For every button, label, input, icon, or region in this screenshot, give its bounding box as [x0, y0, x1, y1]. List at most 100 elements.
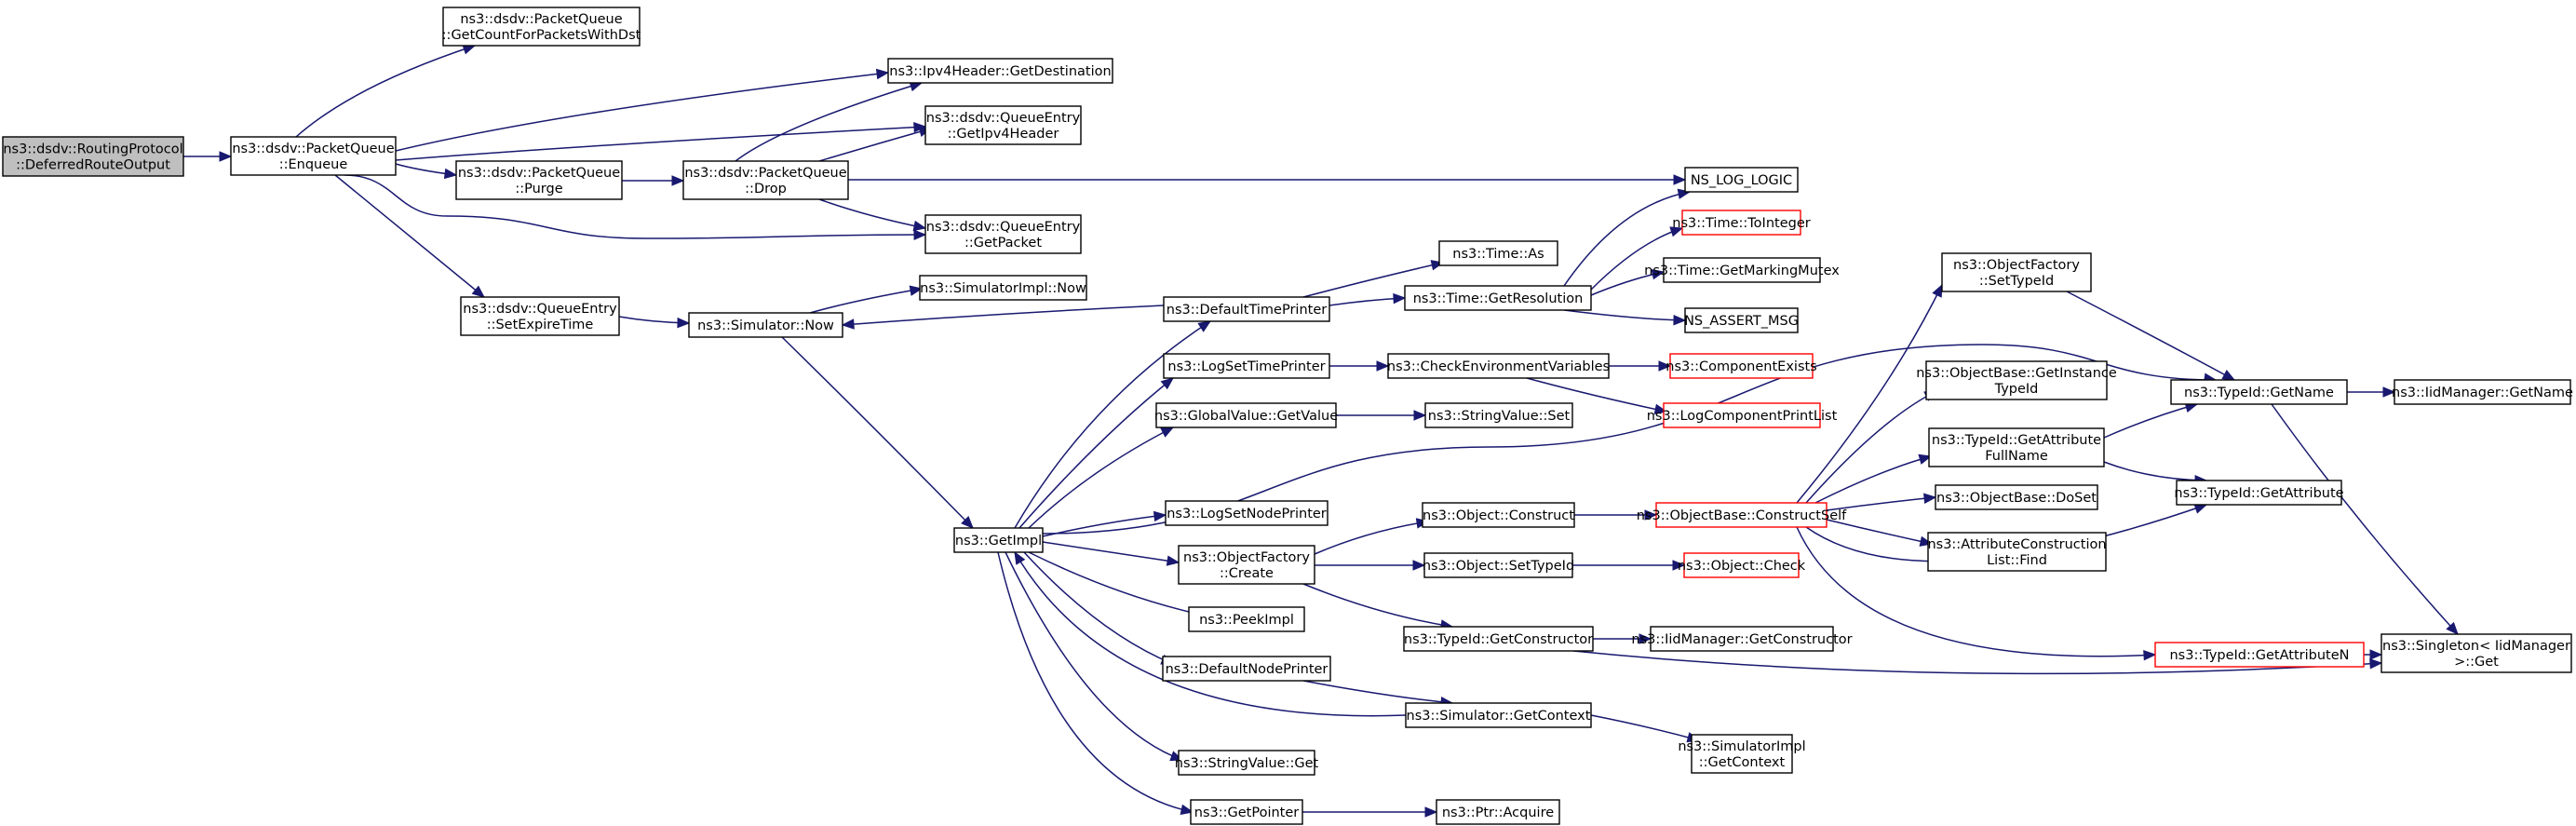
node-n22[interactable]: ns3::LogComponentPrintList	[1647, 402, 1838, 428]
node-box[interactable]	[1684, 307, 1799, 333]
node-box[interactable]	[682, 160, 849, 200]
node-n19[interactable]: ns3::LogSetTimePrinter	[1163, 353, 1330, 379]
node-n24[interactable]: ns3::TypeId::GetName	[2170, 379, 2348, 405]
node-box[interactable]	[1422, 502, 1575, 528]
node-box[interactable]	[1669, 353, 1814, 379]
node-n44[interactable]: ns3::DefaultNodePrinter	[1162, 656, 1331, 682]
node-n20[interactable]: ns3::CheckEnvironmentVariables	[1387, 353, 1610, 379]
node-box[interactable]	[1424, 402, 1573, 428]
node-n40[interactable]: ns3::TypeId::GetConstructor	[1403, 626, 1594, 652]
node-box[interactable]	[1405, 702, 1592, 728]
node-n2[interactable]: ns3::dsdv::PacketQueue::GetCountForPacke…	[442, 7, 641, 47]
node-box[interactable]	[2380, 633, 2572, 673]
node-box[interactable]	[1404, 285, 1592, 311]
node-n42[interactable]: ns3::TypeId::GetAttributeN	[2154, 642, 2365, 668]
node-n30[interactable]: ns3::GetImpl	[953, 527, 1044, 553]
node-n31[interactable]: ns3::LogSetNodePrinter	[1165, 500, 1328, 526]
node-box[interactable]	[1684, 167, 1799, 193]
node-n34[interactable]: ns3::ObjectBase::DoSet	[1935, 484, 2098, 510]
node-box[interactable]	[1423, 552, 1573, 578]
node-box[interactable]	[2, 136, 184, 177]
node-n18[interactable]: ns3::ObjectFactory::SetTypeId	[1941, 252, 2092, 292]
node-box[interactable]	[1387, 353, 1610, 379]
node-n12[interactable]: ns3::DefaultTimePrinter	[1163, 296, 1330, 322]
node-box[interactable]	[1663, 402, 1821, 428]
node-box[interactable]	[953, 527, 1044, 553]
node-box[interactable]	[1403, 626, 1594, 652]
node-n0[interactable]: ns3::dsdv::RoutingProtocol::DeferredRout…	[2, 136, 184, 177]
node-n21[interactable]: ns3::ComponentExists	[1666, 353, 1817, 379]
node-box[interactable]	[2394, 379, 2571, 405]
node-box[interactable]	[2176, 480, 2342, 506]
node-n4[interactable]: ns3::dsdv::QueueEntry::GetIpv4Header	[924, 105, 1082, 145]
node-box[interactable]	[688, 312, 843, 338]
node-n8[interactable]: ns3::dsdv::QueueEntry::GetPacket	[924, 214, 1082, 254]
node-box[interactable]	[924, 105, 1082, 145]
node-n10[interactable]: ns3::Simulator::Now	[688, 312, 843, 338]
node-n7[interactable]: NS_LOG_LOGIC	[1684, 167, 1799, 193]
node-n38[interactable]: ns3::Object::Check	[1678, 552, 1806, 578]
node-n16[interactable]: ns3::Time::GetMarkingMutex	[1644, 257, 1840, 283]
node-box[interactable]	[1941, 252, 2092, 292]
node-n49[interactable]: ns3::Ptr::Acquire	[1436, 799, 1560, 825]
node-n17[interactable]: NS_ASSERT_MSG	[1684, 307, 1799, 333]
node-n45[interactable]: ns3::Simulator::GetContext	[1405, 702, 1592, 728]
node-box[interactable]	[1650, 626, 1834, 652]
node-box[interactable]	[1190, 799, 1303, 825]
node-n26[interactable]: ns3::GlobalValue::GetValue	[1154, 402, 1338, 428]
node-n1[interactable]: ns3::dsdv::PacketQueue::Enqueue	[230, 136, 397, 176]
node-box[interactable]	[1163, 353, 1330, 379]
node-n46[interactable]: ns3::SimulatorImpl::GetContext	[1678, 734, 1806, 774]
node-box[interactable]	[2154, 642, 2365, 668]
node-n15[interactable]: ns3::Time::ToInteger	[1672, 210, 1811, 236]
node-box[interactable]	[230, 136, 397, 176]
node-box[interactable]	[1655, 502, 1827, 528]
node-box[interactable]	[924, 214, 1082, 254]
node-box[interactable]	[1691, 734, 1793, 774]
node-box[interactable]	[1438, 240, 1558, 266]
node-box[interactable]	[1927, 532, 2107, 572]
node-box[interactable]	[1935, 484, 2098, 510]
node-n13[interactable]: ns3::Time::As	[1438, 240, 1558, 266]
node-box[interactable]	[1163, 296, 1330, 322]
node-n9[interactable]: ns3::dsdv::QueueEntry::SetExpireTime	[460, 296, 620, 336]
node-n29[interactable]: ns3::TypeId::GetAttribute	[2174, 480, 2344, 506]
node-box[interactable]	[919, 275, 1087, 301]
node-n47[interactable]: ns3::StringValue::Get	[1175, 750, 1319, 776]
node-box[interactable]	[1155, 402, 1337, 428]
node-box[interactable]	[460, 296, 620, 336]
node-n43[interactable]: ns3::Singleton< IidManager >::Get	[2380, 633, 2572, 673]
node-n48[interactable]: ns3::GetPointer	[1190, 799, 1303, 825]
node-box[interactable]	[1681, 210, 1801, 236]
node-n5[interactable]: ns3::dsdv::PacketQueue::Purge	[455, 160, 623, 200]
node-box[interactable]	[1165, 500, 1328, 526]
node-n3[interactable]: ns3::Ipv4Header::GetDestination	[887, 58, 1113, 84]
node-n32[interactable]: ns3::Object::Construct	[1422, 502, 1575, 528]
node-box[interactable]	[1663, 257, 1821, 283]
node-n37[interactable]: ns3::Object::SetTypeId	[1423, 552, 1574, 578]
node-box[interactable]	[1925, 360, 2108, 400]
node-box[interactable]	[1178, 750, 1315, 776]
node-n11[interactable]: ns3::SimulatorImpl::Now	[919, 275, 1087, 301]
node-box[interactable]	[1178, 545, 1315, 585]
node-box[interactable]	[887, 58, 1113, 84]
node-n25[interactable]: ns3::IidManager::GetName	[2392, 379, 2573, 405]
node-n14[interactable]: ns3::Time::GetResolution	[1404, 285, 1592, 311]
node-n39[interactable]: ns3::PeekImpl	[1188, 606, 1305, 632]
node-n35[interactable]: ns3::ObjectFactory::Create	[1178, 545, 1315, 585]
node-box[interactable]	[1928, 427, 2105, 467]
node-n41[interactable]: ns3::IidManager::GetConstructor	[1631, 626, 1853, 652]
node-box[interactable]	[442, 7, 641, 47]
node-n6[interactable]: ns3::dsdv::PacketQueue::Drop	[682, 160, 849, 200]
node-box[interactable]	[1162, 656, 1331, 682]
node-box[interactable]	[2170, 379, 2348, 405]
node-n33[interactable]: ns3::ObjectBase::ConstructSelf	[1637, 502, 1847, 528]
node-box[interactable]	[1436, 799, 1560, 825]
node-box[interactable]	[1683, 552, 1800, 578]
node-box[interactable]	[1188, 606, 1305, 632]
node-n27[interactable]: ns3::StringValue::Set	[1424, 402, 1573, 428]
node-box[interactable]	[455, 160, 623, 200]
